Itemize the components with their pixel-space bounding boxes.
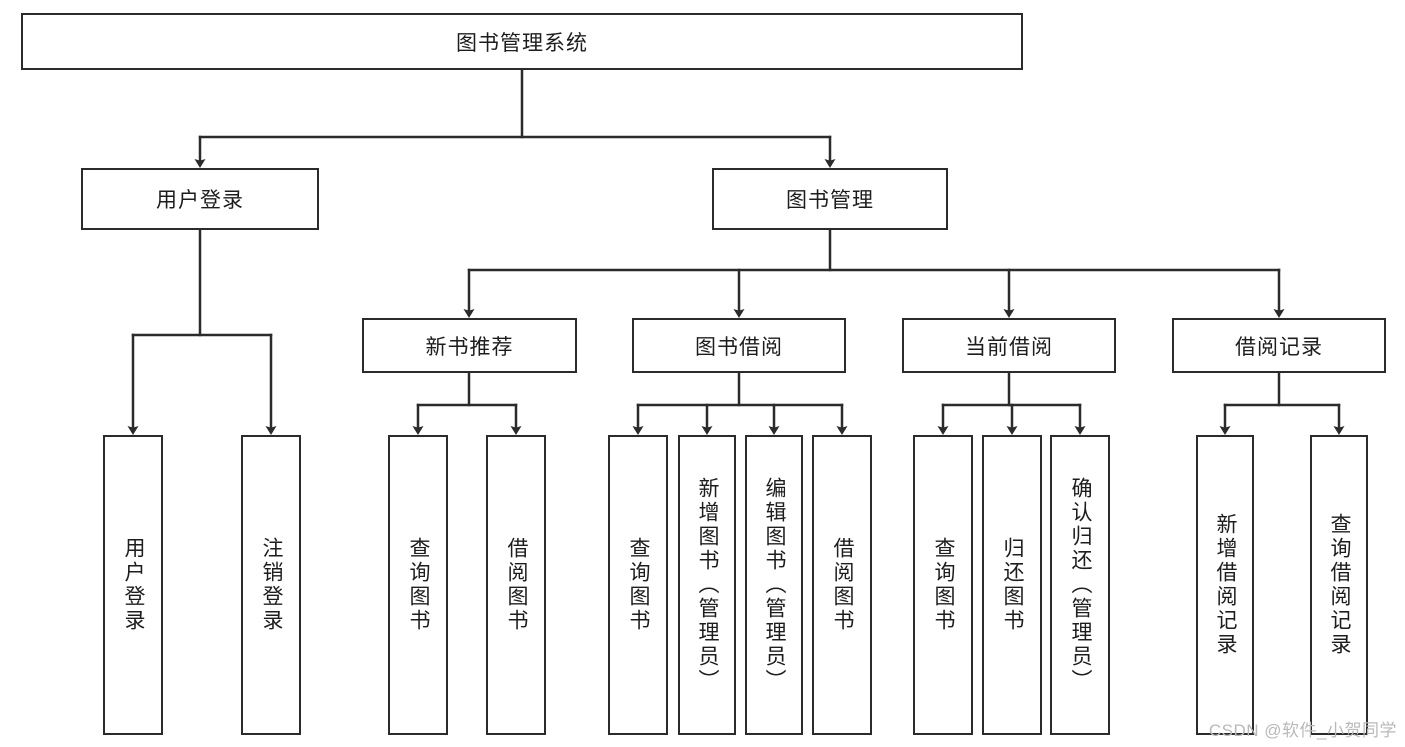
csdn-watermark: CSDN @软件_小贺同学 (1208, 721, 1397, 740)
node-leaf-query-record-label: 查询借阅记录 (1328, 513, 1352, 657)
node-user-login-label: 用户登录 (156, 189, 244, 212)
node-leaf-return-book[interactable]: 归还图书 (982, 435, 1042, 735)
node-leaf-query-book-1[interactable]: 查询图书 (388, 435, 448, 735)
node-new-book-recommend-label: 新书推荐 (425, 335, 514, 359)
node-leaf-borrow-book-1-label: 借阅图书 (505, 537, 529, 633)
node-leaf-confirm-return-label: 确认归还（管理员） (1069, 477, 1093, 693)
node-leaf-borrow-book-1[interactable]: 借阅图书 (486, 435, 546, 735)
node-leaf-add-record[interactable]: 新增借阅记录 (1196, 435, 1254, 735)
node-book-borrow[interactable]: 图书借阅 (632, 318, 846, 373)
node-leaf-query-record[interactable]: 查询借阅记录 (1310, 435, 1368, 735)
node-leaf-confirm-return[interactable]: 确认归还（管理员） (1050, 435, 1110, 735)
node-leaf-add-book[interactable]: 新增图书（管理员） (678, 435, 736, 735)
node-leaf-user-login[interactable]: 用户登录 (103, 435, 163, 735)
node-leaf-edit-book-label: 编辑图书（管理员） (763, 477, 787, 693)
node-book-borrow-label: 图书借阅 (695, 335, 783, 359)
node-leaf-borrow-book-2-label: 借阅图书 (831, 537, 855, 633)
node-leaf-query-book-3[interactable]: 查询图书 (913, 435, 973, 735)
node-leaf-user-login-label: 用户登录 (122, 537, 146, 633)
node-root[interactable]: 图书管理系统 (21, 13, 1023, 70)
node-leaf-logout-label: 注销登录 (260, 537, 284, 633)
node-borrow-record-label: 借阅记录 (1235, 335, 1323, 359)
node-new-book-recommend[interactable]: 新书推荐 (362, 318, 577, 373)
node-leaf-borrow-book-2[interactable]: 借阅图书 (812, 435, 872, 735)
node-leaf-query-book-3-label: 查询图书 (932, 537, 956, 633)
node-book-manage[interactable]: 图书管理 (712, 168, 948, 230)
node-leaf-add-book-label: 新增图书（管理员） (696, 477, 720, 693)
node-leaf-query-book-2-label: 查询图书 (627, 537, 651, 633)
node-leaf-return-book-label: 归还图书 (1001, 537, 1025, 633)
node-current-borrow-label: 当前借阅 (965, 335, 1053, 359)
node-leaf-add-record-label: 新增借阅记录 (1214, 513, 1238, 657)
node-leaf-edit-book[interactable]: 编辑图书（管理员） (745, 435, 803, 735)
node-root-label: 图书管理系统 (456, 31, 588, 55)
node-current-borrow[interactable]: 当前借阅 (902, 318, 1116, 373)
node-user-login[interactable]: 用户登录 (81, 168, 319, 230)
node-borrow-record[interactable]: 借阅记录 (1172, 318, 1386, 373)
node-leaf-query-book-2[interactable]: 查询图书 (608, 435, 668, 735)
node-leaf-logout[interactable]: 注销登录 (241, 435, 301, 735)
node-book-manage-label: 图书管理 (786, 189, 874, 212)
node-leaf-query-book-1-label: 查询图书 (407, 537, 431, 633)
